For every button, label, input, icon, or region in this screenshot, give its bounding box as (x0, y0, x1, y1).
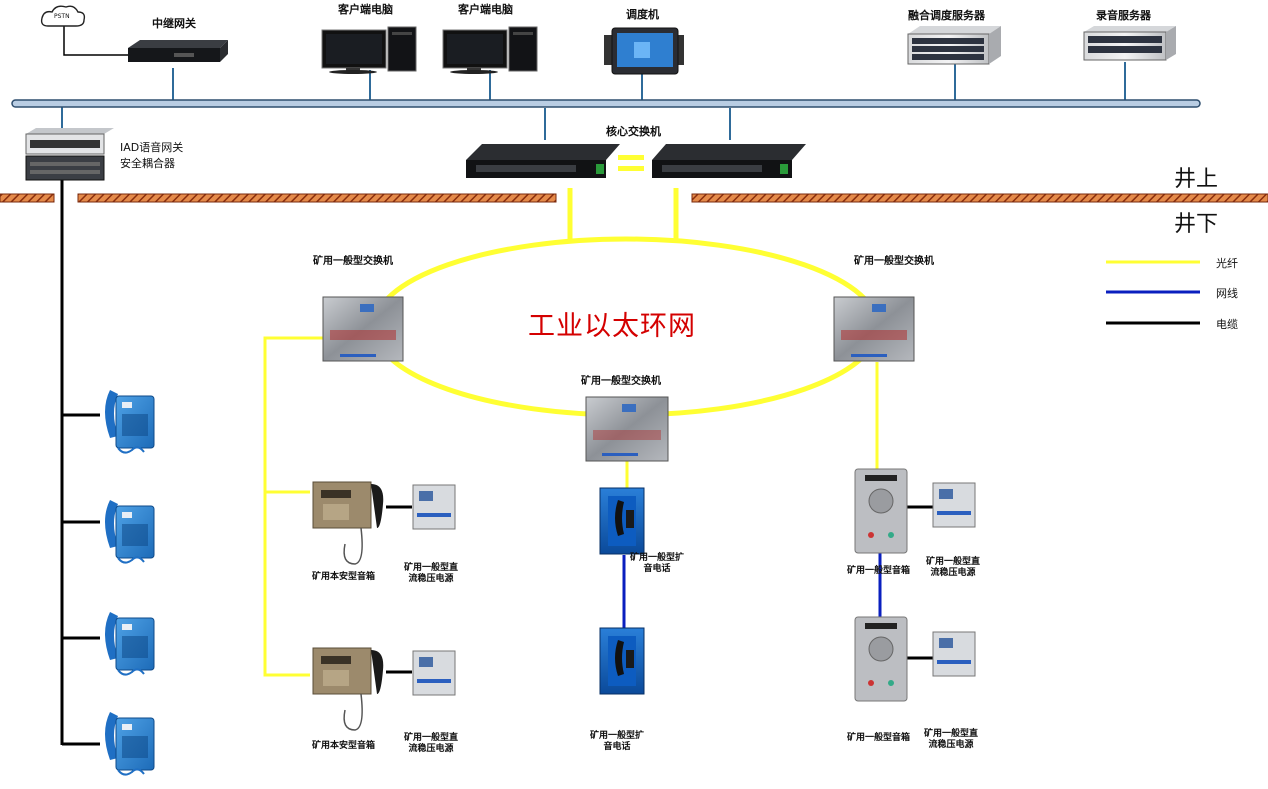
core-stack-link (618, 166, 644, 171)
power-supply-icon (932, 631, 976, 677)
ground-hatch-middle (77, 193, 557, 203)
iad-rack-icon (25, 128, 114, 181)
core-stack-link (618, 155, 644, 160)
pstn-link-line (63, 26, 128, 56)
psu-right-2-label: 矿用一般型直 流稳压电源 (924, 729, 979, 751)
fiber-branch-left (263, 336, 325, 677)
speaker-box-icon (312, 647, 384, 731)
intercom-speaker-icon (854, 616, 908, 702)
iad-gateway-label: IAD语音网关 (120, 141, 184, 154)
client-pc-1-label: 客户端电脑 (338, 3, 393, 16)
legend-fiber-label: 光纤 (1216, 257, 1238, 270)
ring-network-title: 工业以太环网 (528, 311, 696, 342)
psu-left-1-label: 矿用一般型直 流稳压电源 (404, 563, 459, 585)
power-supply-icon (932, 482, 976, 528)
ground-hatch-left (0, 193, 55, 203)
speaker-intrinsic-1-label: 矿用本安型音箱 (312, 572, 376, 582)
touch-terminal-icon (604, 27, 684, 75)
amp-phone-1-label: 矿用一般型扩 音电话 (630, 553, 685, 575)
intercom-speaker-icon (854, 468, 908, 554)
rack-server-icon (907, 26, 1001, 65)
mine-switch-box-icon (322, 296, 404, 362)
explosion-proof-phone-icon (105, 712, 155, 776)
explosion-proof-phone-icon (105, 390, 155, 454)
gateway-device-icon (128, 40, 228, 62)
rack-server-icon (1083, 26, 1176, 61)
desktop-pc-icon (321, 26, 417, 74)
desktop-pc-icon (442, 26, 538, 74)
fusion-server-label: 融合调度服务器 (908, 9, 985, 22)
power-supply-icon (412, 650, 456, 696)
speaker-intrinsic-2-label: 矿用本安型音箱 (312, 741, 376, 751)
client-pc-2-label: 客户端电脑 (458, 3, 513, 16)
mine-switch-left-label: 矿用一般型交换机 (313, 256, 393, 267)
cloud-icon (40, 5, 86, 27)
underground-label: 井下 (1174, 212, 1219, 237)
speaker-general-1-label: 矿用一般型音箱 (847, 566, 911, 576)
explosion-proof-phone-icon (105, 500, 155, 564)
recording-server-label: 录音服务器 (1096, 9, 1151, 22)
core-switch-label: 核心交换机 (606, 125, 661, 138)
network-switch-icon (466, 144, 620, 178)
pstn-label: PSTN (54, 13, 70, 20)
network-switch-icon (652, 144, 806, 178)
amp-phone-2-label: 矿用一般型扩 音电话 (590, 731, 645, 753)
mine-switch-box-icon (585, 396, 669, 462)
ground-hatch-right (691, 193, 1268, 203)
mine-switch-right-label: 矿用一般型交换机 (854, 256, 934, 267)
surface-label: 井上 (1174, 167, 1219, 192)
relay-gateway-label: 中继网关 (152, 17, 196, 30)
mine-switch-center-label: 矿用一般型交换机 (581, 376, 661, 387)
power-supply-icon (412, 484, 456, 530)
psu-left-2-label: 矿用一般型直 流稳压电源 (404, 733, 459, 755)
legend-cable-label: 电缆 (1216, 318, 1238, 331)
coupler-label: 安全耦合器 (120, 157, 175, 170)
legend-network-label: 网线 (1216, 287, 1238, 300)
mine-switch-box-icon (833, 296, 915, 362)
speaker-box-icon (312, 481, 384, 565)
explosion-proof-phone-icon (105, 612, 155, 676)
dispatcher-label: 调度机 (626, 8, 659, 21)
amplified-phone-icon (599, 487, 645, 555)
psu-right-1-label: 矿用一般型直 流稳压电源 (926, 557, 981, 579)
speaker-general-2-label: 矿用一般型音箱 (847, 733, 911, 743)
backbone-bus (11, 99, 1201, 108)
amplified-phone-icon (599, 627, 645, 695)
